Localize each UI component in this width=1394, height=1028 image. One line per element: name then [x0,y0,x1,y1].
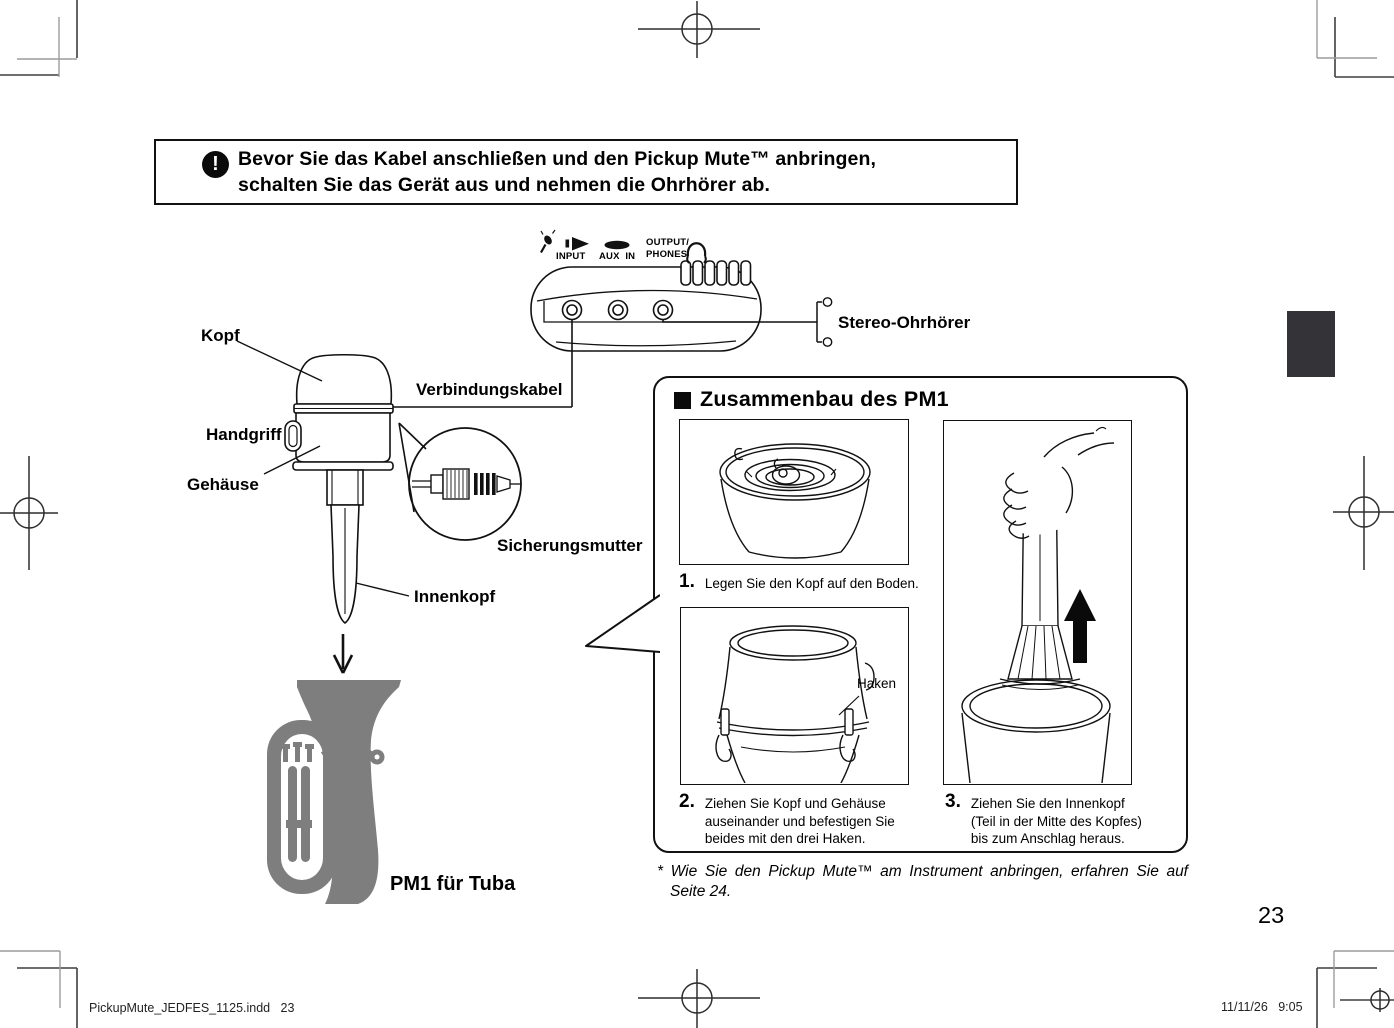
tuba-illustration [267,680,401,904]
assembly-title-text: Zusammenbau des PM1 [700,387,949,411]
step2-number: 2. [679,791,695,812]
magnifier-detail [398,422,522,541]
warning-icon-glyph: ! [212,153,219,175]
step3-illustration [961,426,1115,783]
warning-text: Bevor Sie das Kabel anschließen und den … [238,148,877,196]
hook-left [715,708,732,763]
verbindungskabel-label: Verbindungskabel [416,380,563,399]
phones-jack [652,299,674,321]
assembly-title: Zusammenbau des PM1 [674,387,949,412]
chapter-tab [1287,311,1335,377]
assembly-footnote: * Wie Sie den Pickup Mute™ am Instrument… [657,863,1188,900]
mic-icon [540,229,556,254]
step1-text: Legen Sie den Kopf auf den Boden. [704,576,919,591]
step1-illustration [719,443,871,559]
step1-row: 1. Legen Sie den Kopf auf den Boden. [679,572,919,593]
kopf-label: Kopf [201,326,240,345]
slug-filename: PickupMute_JEDFES_1125.indd 23 [89,1001,295,1015]
warning-icon: ! [202,151,229,178]
step2-figure: Haken [680,607,909,785]
hook-right [839,708,856,763]
black-square-bullet-icon [674,392,691,409]
aux-source-icon [604,240,630,250]
stereo-earphone-label: Stereo-Ohrhörer [838,313,971,332]
label-leader-lines [236,340,410,597]
step2-text: Ziehen Sie Kopf und Gehäuse auseinander … [704,796,895,846]
step1-figure [679,419,909,565]
tuba-valves [281,742,314,862]
aux-jack [607,299,629,321]
instrument-input-icon [565,237,589,251]
aux-in-label: AUX IN [599,251,636,262]
step3-number: 3. [945,791,961,812]
cable-wrap-ribs [680,260,752,286]
pickup-mute-illustration [236,340,410,624]
output-phones-label: OUTPUT/ PHONES [646,237,690,260]
step3-figure [943,420,1132,785]
page-number: 23 [1258,902,1285,928]
step1-number: 1. [679,571,695,592]
step2-row: 2. Ziehen Sie Kopf und Gehäuse auseinand… [679,792,895,848]
gehaeuse-label: Gehäuse [187,475,259,494]
hand-illustration [1002,426,1115,539]
tuba-caption: PM1 für Tuba [390,873,516,895]
input-jack [561,299,583,321]
warning-box: ! Bevor Sie das Kabel anschließen und de… [154,139,1018,205]
control-unit-illustration [530,229,762,352]
assembly-section: Zusammenbau des PM1 1. Legen Si [653,376,1188,853]
callout-pointer [585,594,660,653]
down-arrow [332,634,354,674]
handgriff-label: Handgriff [206,425,282,444]
step2-illustration [715,625,875,783]
step3-row: 3. Ziehen Sie den Innenkopf (Teil in der… [945,792,1142,848]
slug-timestamp: 11/11/26 9:05 [1221,1000,1303,1014]
earphone-bracket [816,297,833,347]
handle-loop [284,420,302,452]
haken-label: Haken [857,676,897,691]
step3-text: Ziehen Sie den Innenkopf (Teil in der Mi… [970,796,1142,846]
up-arrow-icon [1064,589,1096,663]
input-label: INPUT [556,251,586,262]
headphones-icon [686,242,707,264]
innenkopf-label: Innenkopf [414,587,496,606]
sicherungsmutter-label: Sicherungsmutter [497,536,643,555]
